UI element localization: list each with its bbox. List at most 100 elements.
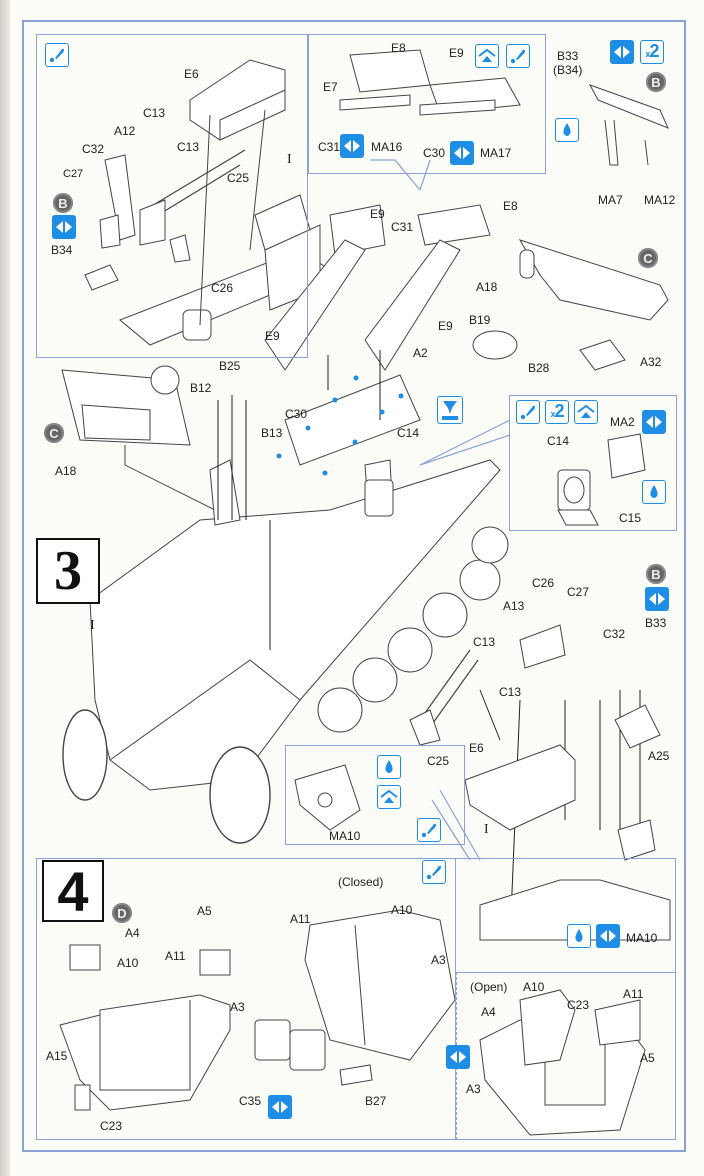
- part-label: C30: [285, 407, 308, 421]
- part-label: C15: [619, 511, 642, 525]
- x2-count: 2: [649, 40, 660, 61]
- part-label: B33: [557, 49, 579, 63]
- badge-sprue-b: B: [646, 72, 666, 92]
- hatch-closed-drawing: [254, 909, 456, 1086]
- paint-icon: [45, 43, 69, 67]
- part-label: C32: [603, 627, 626, 641]
- x2-icon: x2: [640, 40, 664, 64]
- x2-count: 2: [554, 400, 565, 421]
- part-label: B25: [219, 359, 241, 373]
- part-label: E6: [469, 741, 484, 755]
- part-label: C23: [567, 998, 590, 1012]
- part-label: E9: [370, 207, 385, 221]
- seat-assembly-drawing: [84, 59, 332, 346]
- part-label: E9: [265, 329, 280, 343]
- ma10-bracket-drawing: [294, 764, 361, 831]
- badge-sprue-c: C: [638, 248, 658, 268]
- part-label: A5: [640, 1051, 655, 1065]
- part-label: A18: [55, 464, 77, 478]
- part-label: I: [484, 822, 489, 837]
- part-label: A5: [197, 904, 212, 918]
- part-label: I: [90, 618, 95, 633]
- part-label: C23: [100, 1119, 123, 1133]
- part-label: A10: [117, 956, 139, 970]
- part-label: C30: [423, 146, 446, 160]
- part-label: C31: [318, 140, 341, 154]
- x2-icon: x2: [545, 400, 569, 424]
- seat-detail-drawing: [409, 624, 671, 941]
- part-label: (B34): [553, 63, 583, 77]
- ammo-rack-drawing: [264, 204, 491, 466]
- glue-icon: [567, 924, 591, 948]
- part-label: C14: [397, 426, 420, 440]
- paint-icon: [516, 400, 540, 424]
- part-label: A3: [466, 1082, 481, 1096]
- part-label: C25: [427, 754, 450, 768]
- part-label: E9: [449, 46, 464, 60]
- page-frame: [22, 20, 686, 1152]
- page-spine: [0, 0, 10, 1176]
- part-label: A13: [503, 599, 525, 613]
- badge-sprue-b: B: [53, 193, 73, 213]
- panel-step3-seat-lower-right: [456, 858, 676, 972]
- part-label: MA7: [598, 193, 623, 207]
- part-label: B19: [469, 313, 491, 327]
- part-label: A18: [476, 280, 498, 294]
- part-label: A3: [230, 1000, 245, 1014]
- part-label: C27: [567, 585, 590, 599]
- badge-sprue-d: D: [112, 903, 132, 923]
- part-label: C27: [63, 168, 84, 180]
- drill-holes-icon: [437, 396, 463, 424]
- part-label: C35: [239, 1094, 262, 1108]
- part-label: A12: [114, 124, 136, 138]
- part-label: A10: [391, 903, 413, 917]
- x2-prefix: x: [645, 48, 650, 59]
- part-label: C14: [547, 434, 570, 448]
- part-label: C13: [473, 635, 496, 649]
- part-label: C26: [532, 576, 555, 590]
- part-label: MA16: [371, 140, 403, 154]
- part-label: A4: [125, 926, 140, 940]
- part-label: A3: [431, 953, 446, 967]
- part-label: A11: [165, 949, 186, 963]
- pair-icon: [268, 1095, 292, 1119]
- part-label: A10: [523, 980, 545, 994]
- part-label: A15: [46, 1049, 68, 1063]
- part-label: B28: [528, 361, 550, 375]
- part-label: E8: [503, 199, 518, 213]
- pair-icon: [645, 587, 669, 611]
- paint-icon: [422, 860, 446, 884]
- part-label: C13: [143, 106, 166, 120]
- part-label: B27: [365, 1094, 387, 1108]
- ammo-box-drawing: [339, 49, 521, 116]
- part-label: B34: [51, 243, 73, 257]
- part-label: MA12: [644, 193, 676, 207]
- pair-icon: [340, 134, 364, 158]
- pair-icon: [642, 410, 666, 434]
- glue-icon: [377, 755, 401, 779]
- part-label: A2: [413, 346, 428, 360]
- part-label: B33: [645, 616, 667, 630]
- panel-step4-main: [36, 858, 456, 1140]
- part-label: C26: [211, 281, 234, 295]
- part-label: C25: [227, 171, 250, 185]
- part-label: E9: [438, 319, 453, 333]
- part-label: I: [287, 152, 292, 167]
- part-label: MA10: [626, 931, 658, 945]
- flip-icon: [574, 400, 598, 424]
- caption-closed: (Closed): [338, 875, 384, 889]
- part-label: A32: [640, 355, 662, 369]
- part-label: C13: [499, 685, 522, 699]
- callout-lines: [370, 159, 511, 861]
- dashboard-drawing: [472, 239, 669, 371]
- part-label: E7: [323, 80, 338, 94]
- panel-step3-seat-top-left: [36, 34, 308, 358]
- part-label: MA17: [480, 146, 512, 160]
- panel-step3-ma10-detail: [285, 745, 465, 845]
- pair-icon: [596, 924, 620, 948]
- flip-icon: [377, 785, 401, 809]
- part-label: E6: [184, 67, 199, 81]
- panel-step3-periscope-detail: [509, 395, 677, 531]
